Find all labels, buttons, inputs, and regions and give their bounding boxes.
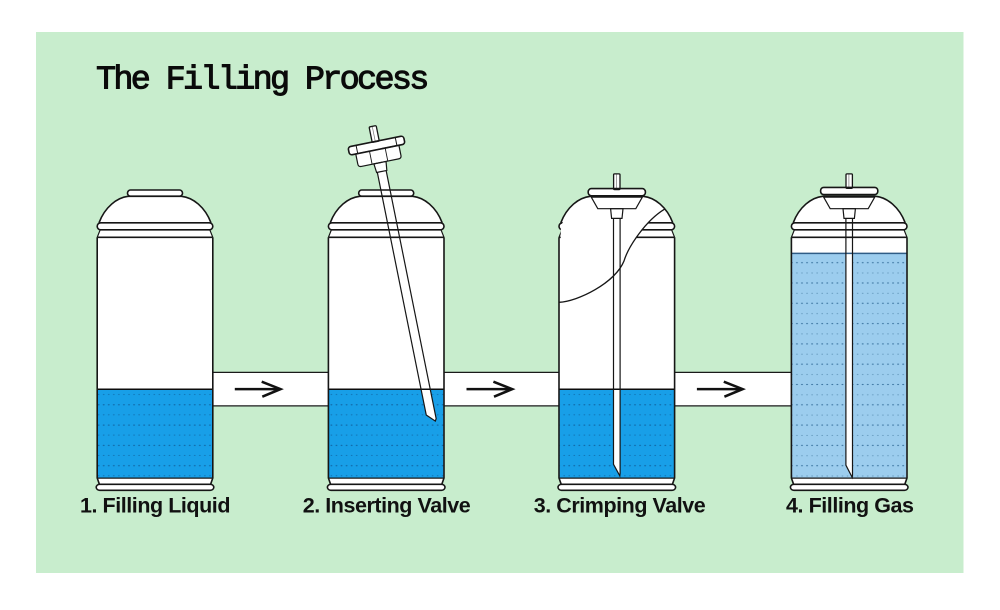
svg-text:4. Filling Gas: 4. Filling Gas [786,494,914,518]
svg-text:The Filling Process: The Filling Process [96,62,427,100]
svg-text:3. Crimping Valve: 3. Crimping Valve [534,494,706,518]
svg-text:2. Inserting Valve: 2. Inserting Valve [303,494,471,518]
svg-text:1. Filling Liquid: 1. Filling Liquid [80,494,230,518]
